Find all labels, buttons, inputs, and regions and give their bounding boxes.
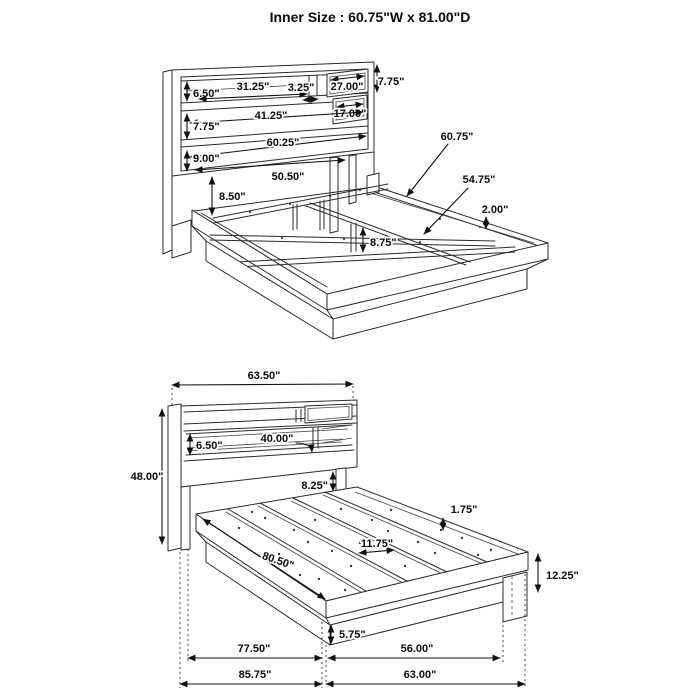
dim-label-base-length: 77.50" [238, 643, 271, 655]
dim-label-middle-panel-width: 41.25" [255, 110, 288, 122]
dim-label-shelf-opening-height: 6.50" [196, 440, 223, 452]
dim-label-headboard-height: 48.00" [131, 471, 164, 483]
platform-base-top-view [191, 225, 549, 340]
dimension-headboard-height: 48.00" [129, 408, 166, 545]
dimension-middle-panel-height: 7.75" [183, 113, 221, 140]
dim-label-base-width: 56.00" [401, 643, 434, 655]
headboard-front-view [167, 399, 358, 552]
dim-label-headboard-clearance: 8.50" [219, 191, 246, 203]
dimension-divider-width: 3.25" [286, 80, 319, 103]
dimension-slat-rail-length: 60.75" [406, 129, 475, 197]
dimension-headboard-width: 63.50" [171, 368, 354, 389]
dim-label-center-support-height: 8.75" [370, 237, 397, 249]
slat-support-rails [209, 183, 516, 268]
dim-label-slat-spacing: 11.75" [361, 538, 393, 550]
dim-label-base-height: 5.75" [339, 629, 366, 641]
support-legs [292, 199, 357, 253]
dimension-headboard-clearance: 8.50" [208, 176, 247, 216]
dim-label-overall-width: 63.00" [404, 669, 437, 681]
dim-label-lower-panel-width: 60.25" [267, 137, 300, 149]
dim-label-shelf-opening-width: 40.00" [261, 433, 294, 445]
dim-label-rail-thickness: 2.00" [482, 204, 509, 216]
dim-label-underbed-clearance: 8.25" [301, 480, 328, 492]
dimension-underbed-clearance: 8.25" [300, 471, 337, 494]
dim-label-compartment-width: 27.00" [331, 81, 364, 93]
dim-label-divider-width: 3.25" [288, 82, 315, 94]
dimension-base-length: 77.50" [187, 641, 323, 662]
dimension-center-rail-length: 54.75" [423, 172, 497, 235]
dim-label-headboard-width: 63.50" [248, 370, 281, 382]
dimension-platform-height: 12.25" [534, 553, 581, 593]
dimension-base-width: 56.00" [327, 641, 501, 662]
dimension-center-support-height: 8.75" [359, 227, 398, 253]
dimension-overall-width: 63.00" [325, 667, 526, 688]
dimension-shelf-width: 31.25" [198, 79, 308, 103]
dim-label-rail-span: 50.50" [272, 171, 305, 183]
dim-label-center-rail-length: 54.75" [463, 174, 496, 186]
slat-seams [225, 491, 488, 595]
dim-label-platform-height: 12.25" [546, 570, 579, 582]
top-perspective-view: 6.50" 31.25" 3.25" 27.00" 7.75" 17.00" 4… [162, 61, 549, 340]
dim-label-top-section-height: 7.75" [378, 76, 405, 88]
dim-label-slat-thickness: 1.75" [451, 504, 478, 516]
bottom-perspective-view: 63.50" 48.00" 6.50" 40.00" 8.25" 80.50" … [129, 368, 581, 688]
dimension-slat-spacing: 11.75" [358, 536, 395, 556]
dimension-overall-length: 85.75" [179, 667, 323, 688]
dimension-base-height: 5.75" [327, 624, 367, 645]
dimension-shelf-opening-height: 6.50" [186, 433, 224, 456]
dimension-top-section-height: 7.75" [373, 64, 406, 93]
dimension-rail-span: 50.50" [194, 157, 346, 185]
extension-lines [171, 386, 526, 688]
dim-label-slat-rail-length: 60.75" [441, 131, 474, 143]
dimension-lower-panel-width: 60.25" [189, 133, 367, 160]
dim-label-middle-panel-height: 7.75" [193, 121, 220, 133]
dim-label-overall-length: 85.75" [239, 669, 272, 681]
dimension-rail-thickness: 2.00" [480, 202, 510, 230]
dimension-compartment-width: 27.00" [329, 73, 365, 95]
dimension-middle-panel-width: 41.25" [189, 108, 364, 126]
page-title: Inner Size : 60.75"W x 81.00"D [270, 9, 471, 25]
dimension-slat-thickness: 1.75" [439, 502, 479, 531]
dim-label-shelf-width: 31.25" [237, 81, 270, 93]
dimension-shelf-opening-width: 40.00" [259, 431, 315, 453]
dim-label-lower-panel-height: 9.00" [193, 153, 220, 165]
bed-frame-top-view [191, 172, 549, 311]
